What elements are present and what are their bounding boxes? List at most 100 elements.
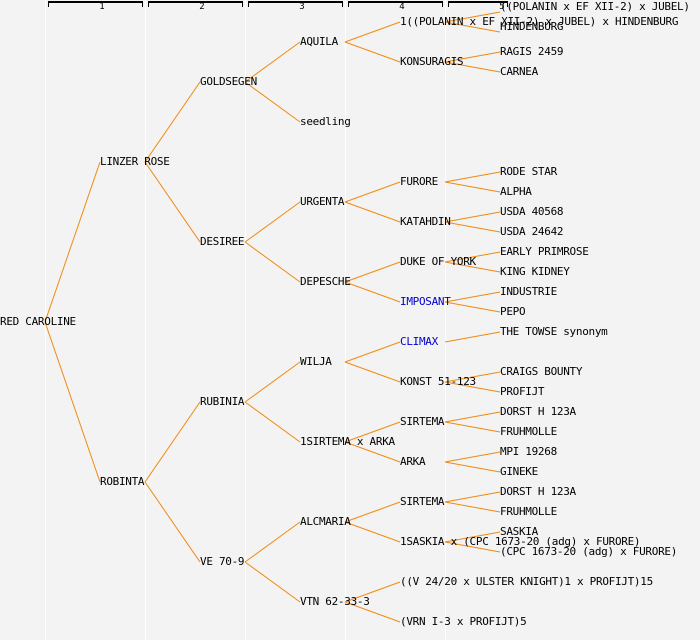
column-separator <box>445 0 446 640</box>
pedigree-node: RED CAROLINE <box>0 315 76 328</box>
pedigree-node: ARKA <box>400 455 426 468</box>
pedigree-node: SIRTEMA <box>400 495 445 508</box>
pedigree-node: ((V 24/20 x ULSTER KNIGHT)1 x PROFIJT)15 <box>400 575 653 588</box>
pedigree-node: MPI 19268 <box>500 445 557 458</box>
pedigree-node: HINDENBURG <box>500 20 564 33</box>
connector-line <box>344 581 401 603</box>
connector-line <box>244 81 301 123</box>
pedigree-node: SIRTEMA <box>400 415 445 428</box>
pedigree-node: DUKE OF YORK <box>400 255 476 268</box>
generation-header-bracket <box>248 1 343 7</box>
pedigree-node: ALPHA <box>500 185 532 198</box>
pedigree-node: (VRN I-3 x PROFIJT)5 <box>400 615 527 628</box>
connector-line <box>344 441 401 463</box>
connector-line <box>344 201 401 223</box>
connector-line <box>244 561 301 603</box>
pedigree-node: FURORE <box>400 175 438 188</box>
connector-line <box>444 541 501 553</box>
pedigree-node: KING KIDNEY <box>500 265 570 278</box>
connector-line <box>44 321 101 483</box>
connector-line <box>244 241 301 283</box>
pedigree-node: DORST H 123A <box>500 405 576 418</box>
connector-line <box>444 261 501 273</box>
connector-line <box>244 201 301 243</box>
pedigree-node: CARNEA <box>500 65 538 78</box>
connector-line <box>444 381 501 393</box>
pedigree-node: 1((POLANIN x EF XII-2) x JUBEL) x HINDEN… <box>400 15 679 28</box>
pedigree-node: PEPO <box>500 305 526 318</box>
pedigree-node: SASKIA <box>500 525 538 538</box>
column-separator <box>145 0 146 640</box>
connector-line <box>344 41 401 63</box>
pedigree-node: EARLY PRIMROSE <box>500 245 589 258</box>
pedigree-node: LINZER ROSE <box>100 155 170 168</box>
connector-line <box>444 371 501 383</box>
generation-header-4: 4 <box>399 2 405 12</box>
pedigree-node: KONSURAGIS <box>400 55 464 68</box>
pedigree-node: GINEKE <box>500 465 538 478</box>
pedigree-node: DEPESCHE <box>300 275 351 288</box>
pedigree-node: DORST H 123A <box>500 485 576 498</box>
connector-line <box>344 281 401 303</box>
connector-line <box>444 51 501 63</box>
pedigree-node: ROBINTA <box>100 475 145 488</box>
connector-line <box>244 401 301 443</box>
pedigree-node: seedling <box>300 115 351 128</box>
connector-line <box>344 421 401 443</box>
pedigree-node: KONST 51-123 <box>400 375 476 388</box>
generation-header-bracket <box>448 1 508 7</box>
pedigree-node: GOLDSEGEN <box>200 75 257 88</box>
generation-header-5: 5 <box>499 2 505 12</box>
pedigree-node-link[interactable]: CLIMAX <box>400 335 438 348</box>
pedigree-node: VE 70-9 <box>200 555 245 568</box>
generation-header-2: 2 <box>199 2 205 12</box>
pedigree-node: THE TOWSE synonym <box>500 325 608 338</box>
column-separator <box>345 0 346 640</box>
connector-line <box>344 181 401 203</box>
connector-line <box>244 361 301 403</box>
connector-line <box>444 501 501 513</box>
connector-line <box>444 291 501 303</box>
column-separator <box>245 0 246 640</box>
generation-header-3: 3 <box>299 2 305 12</box>
connector-line <box>144 401 201 483</box>
pedigree-node: 1SIRTEMA x ARKA <box>300 435 395 448</box>
pedigree-node: 1SASKIA x (CPC 1673-20 (adg) x FURORE) <box>400 535 641 548</box>
connector-line <box>344 501 401 523</box>
pedigree-node: DESIREE <box>200 235 245 248</box>
connector-line <box>444 491 501 503</box>
connector-line <box>444 61 501 73</box>
generation-header-bracket <box>48 1 143 7</box>
pedigree-node: VTN 62-33-3 <box>300 595 370 608</box>
generation-header-bracket <box>148 1 243 7</box>
connector-line <box>444 181 501 193</box>
connector-line <box>444 211 501 223</box>
connector-line <box>444 331 501 343</box>
pedigree-node: AQUILA <box>300 35 338 48</box>
pedigree-node: USDA 24642 <box>500 225 564 238</box>
connector-line <box>444 21 501 33</box>
pedigree-node: CRAIGS BOUNTY <box>500 365 583 378</box>
pedigree-node: RAGIS 2459 <box>500 45 564 58</box>
pedigree-node: FRUHMOLLE <box>500 425 557 438</box>
connector-line <box>44 161 101 323</box>
connector-line <box>444 171 501 183</box>
pedigree-node: USDA 40568 <box>500 205 564 218</box>
pedigree-node: PROFIJT <box>500 385 545 398</box>
pedigree-node: ALCMARIA <box>300 515 351 528</box>
connector-line <box>144 81 201 163</box>
connector-line <box>144 481 201 563</box>
pedigree-node: URGENTA <box>300 195 345 208</box>
connector-line <box>444 11 501 23</box>
connector-line <box>444 251 501 263</box>
pedigree-node: FRUHMOLLE <box>500 505 557 518</box>
pedigree-node: WILJA <box>300 355 332 368</box>
pedigree-node: ((POLANIN x EF XII-2) x JUBEL) <box>500 0 690 13</box>
pedigree-node: RODE STAR <box>500 165 557 178</box>
generation-header-bracket <box>348 1 443 7</box>
pedigree-node-link[interactable]: IMPOSANT <box>400 295 451 308</box>
connector-line <box>444 411 501 423</box>
connector-line <box>344 361 401 383</box>
